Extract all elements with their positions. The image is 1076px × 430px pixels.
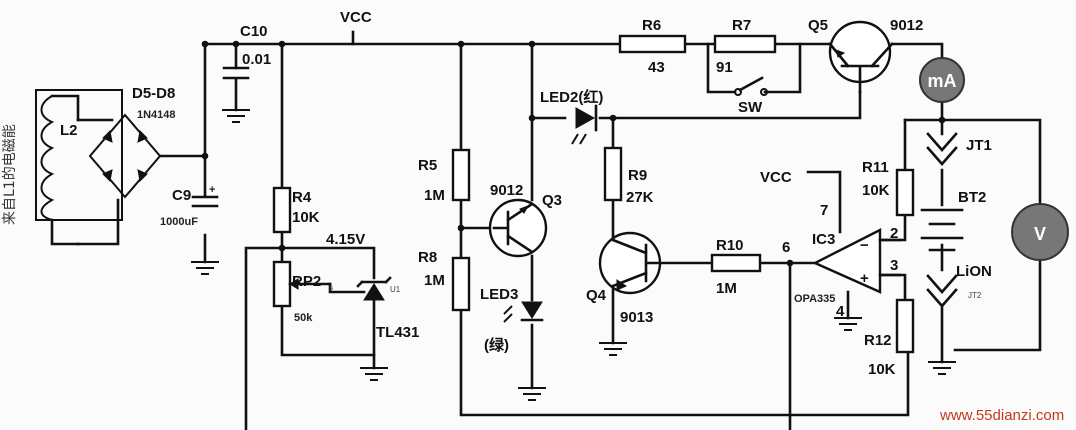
pin3-label: 3 xyxy=(890,257,898,274)
bridge-rectifier xyxy=(88,113,162,199)
jt2-label: JT2 xyxy=(968,291,982,300)
led2-label: LED2(红) xyxy=(540,88,603,106)
resistor-r10 xyxy=(710,253,762,273)
d5d8-label: D5-D8 xyxy=(132,85,175,102)
r12-label: R12 xyxy=(864,332,892,349)
led2-red xyxy=(571,104,598,145)
rp2-value: 50k xyxy=(294,312,313,324)
c9-label: C9 xyxy=(172,187,191,204)
c10-label: C10 xyxy=(240,23,268,40)
rp2-sub: s xyxy=(329,283,333,292)
q4-label: Q4 xyxy=(586,287,607,304)
r5-value: 1M xyxy=(424,187,445,204)
potentiometer-rp2 xyxy=(272,260,332,308)
r10-label: R10 xyxy=(716,237,744,254)
v-meter-label: V xyxy=(1034,224,1046,244)
pin4-label: 4 xyxy=(836,303,845,320)
led3-green xyxy=(503,301,544,323)
q4-type-label: 9013 xyxy=(620,309,653,326)
pin6-label: 6 xyxy=(782,239,790,256)
opamp-ic3 xyxy=(812,228,902,294)
r12-value: 10K xyxy=(868,361,896,378)
ma-meter-label: mA xyxy=(927,71,956,91)
resistor-r12 xyxy=(895,298,915,354)
resistor-r8 xyxy=(451,256,471,312)
pin7-label: 7 xyxy=(820,202,828,219)
r6-value: 43 xyxy=(648,59,665,76)
resistor-r4 xyxy=(272,186,292,234)
capacitor-c9: + xyxy=(191,184,219,208)
inductor-l2 xyxy=(35,89,123,221)
regulator-tl431 xyxy=(328,276,392,301)
r7-label: R7 xyxy=(732,17,751,34)
resistor-r9 xyxy=(603,146,623,202)
transistor-q4 xyxy=(598,231,662,295)
c9-value: 1000uF xyxy=(160,216,198,228)
tl431-label: TL431 xyxy=(376,324,419,341)
voltmeter: V xyxy=(1011,203,1069,261)
q5-label: Q5 xyxy=(808,17,828,34)
resistor-r6 xyxy=(618,34,687,54)
resistor-r11 xyxy=(895,168,915,217)
opamp-minus: − xyxy=(860,237,869,254)
switch-sw xyxy=(734,76,768,96)
milliammeter: mA xyxy=(919,57,965,103)
r11-label: R11 xyxy=(862,159,889,176)
component-labels: VCC C10 0.01 D5-D8 1N4148 L2 来自L1的电磁能 C9… xyxy=(2,9,1064,424)
bt2-label: BT2 xyxy=(958,189,986,206)
r10-value: 1M xyxy=(716,280,737,297)
r5-label: R5 xyxy=(418,157,437,174)
pin2-label: 2 xyxy=(890,225,898,242)
junction-dots xyxy=(201,40,946,267)
u1-label: U1 xyxy=(390,285,401,294)
r7-value: 91 xyxy=(716,59,733,76)
q5-type-label: 9012 xyxy=(890,17,923,34)
jt1-label: JT1 xyxy=(966,137,992,154)
resistor-r5 xyxy=(451,148,471,202)
r4-value: 10K xyxy=(292,209,320,226)
c10-value: 0.01 xyxy=(242,51,271,68)
svg-text:+: + xyxy=(209,184,215,196)
battery-bt2 xyxy=(920,132,964,308)
q3-label: Q3 xyxy=(542,192,562,209)
r8-value: 1M xyxy=(424,272,445,289)
ic3-type-label: OPA335 xyxy=(794,293,835,305)
vcc-ic-label: VCC xyxy=(760,169,792,186)
ic3-label: IC3 xyxy=(812,231,835,248)
rp2-label: RP2 xyxy=(292,273,321,290)
q3-type-label: 9012 xyxy=(490,182,523,199)
transistor-q5 xyxy=(828,20,894,94)
ground-symbols xyxy=(191,109,956,401)
opamp-plus: + xyxy=(860,270,869,287)
r6-label: R6 xyxy=(642,17,661,34)
capacitor-c10 xyxy=(222,66,250,80)
r11-value: 10K xyxy=(862,182,890,199)
vref-label: 4.15V xyxy=(326,231,365,248)
d5d8-value: 1N4148 xyxy=(137,109,176,121)
led3-color-label: (绿) xyxy=(484,336,509,354)
r9-value: 27K xyxy=(626,189,654,206)
r9-label: R9 xyxy=(628,167,647,184)
lion-label: LiON xyxy=(956,263,992,280)
l2-label: L2 xyxy=(60,122,78,139)
vcc-top-label: VCC xyxy=(340,9,372,26)
r8-label: R8 xyxy=(418,249,437,266)
sw-label: SW xyxy=(738,99,763,116)
watermark: www.55dianzi.com xyxy=(939,407,1064,424)
transistor-q3 xyxy=(488,198,548,258)
source-side-label: 来自L1的电磁能 xyxy=(2,124,18,225)
r4-label: R4 xyxy=(292,189,312,206)
resistor-r7 xyxy=(713,34,777,54)
led3-label: LED3 xyxy=(480,286,518,303)
